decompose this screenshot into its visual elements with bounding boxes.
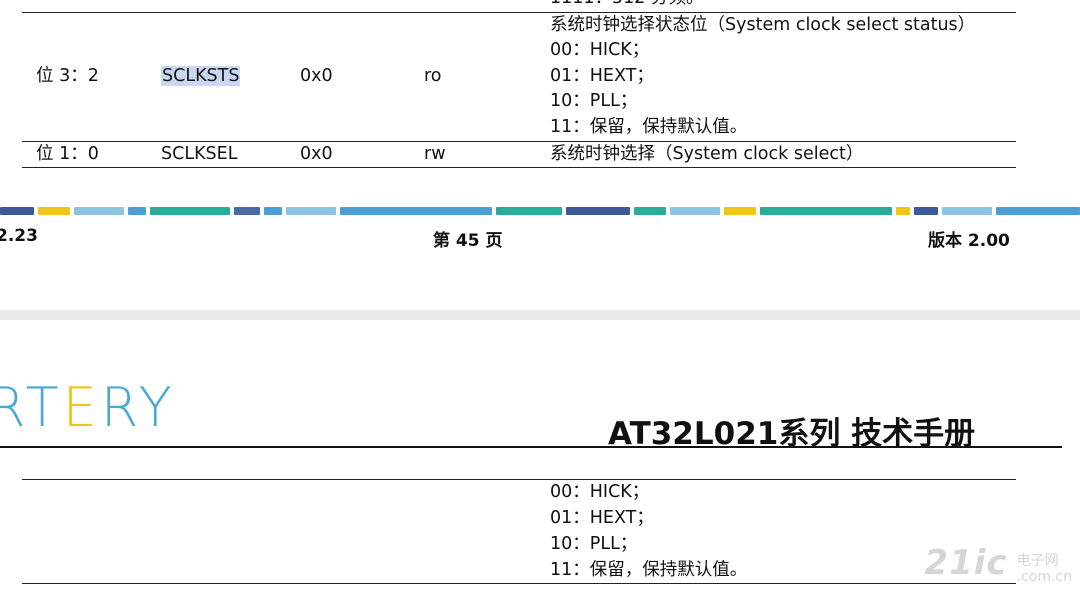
watermark-sub: 电子网 .com.cn <box>1017 553 1072 585</box>
selected-text-highlight: SCLKSTS <box>161 66 241 86</box>
color-bar-segment <box>724 207 756 215</box>
access-type-cell: rw <box>424 144 446 164</box>
page-number-value: 45 <box>455 231 480 251</box>
page-prefix: 第 <box>433 231 450 251</box>
watermark-sub-top: 电子网 <box>1016 553 1059 569</box>
description-line: 11：保留，保持默认值。 <box>550 117 748 137</box>
color-bar-segment <box>996 207 1080 215</box>
bit-range-cell: 位 1：0 <box>36 144 99 164</box>
watermark-sub-bottom: .com.cn <box>1016 569 1072 585</box>
page-suffix: 页 <box>485 231 503 251</box>
description-line: 01：HEXT； <box>550 508 654 528</box>
page-number: 第 45 页 <box>433 226 503 251</box>
color-bar-segment <box>74 207 124 215</box>
site-watermark: 21ic 电子网 .com.cn <box>924 543 1072 586</box>
color-bar-segment <box>234 207 260 215</box>
cut-off-text-line: 1111：512 分频。 <box>550 0 704 11</box>
color-bar-segment <box>942 207 992 215</box>
description-line: 系统时钟选择状态位（System clock select status） <box>550 15 976 35</box>
table-rule <box>22 583 1016 584</box>
reset-value-cell: 0x0 <box>300 66 333 86</box>
color-bar-segment <box>38 207 70 215</box>
color-bar-segment <box>634 207 666 215</box>
bit-range-cell: 位 3：2 <box>36 66 99 86</box>
color-bar-segment <box>760 207 892 215</box>
description-line: 01：HEXT； <box>550 66 654 86</box>
color-bar-segment <box>340 207 492 215</box>
page-separator <box>0 310 1080 320</box>
color-bar-segment <box>896 207 910 215</box>
field-name-cell[interactable]: SCLKSTS <box>161 64 241 89</box>
color-bar-segment <box>286 207 336 215</box>
color-bar-segment <box>496 207 562 215</box>
version-info: 版本 2.00 <box>928 226 1010 251</box>
table-rule <box>22 479 1016 480</box>
watermark-main: 21ic <box>924 542 1008 583</box>
version-label: 版本 <box>928 231 962 251</box>
access-type-cell: ro <box>424 66 442 86</box>
description-line: 10：PLL； <box>550 91 638 111</box>
color-bar-segment <box>150 207 230 215</box>
description-line: 00：HICK； <box>550 40 650 60</box>
description-line: 系统时钟选择（System clock select） <box>550 144 864 164</box>
color-bar-segment <box>914 207 938 215</box>
header-rule <box>0 446 1062 448</box>
color-bar-segment <box>0 207 34 215</box>
table-rule <box>22 167 1016 168</box>
table-rule <box>22 12 1016 13</box>
color-bar-segment <box>128 207 146 215</box>
footer-date: 2.23 <box>0 226 38 246</box>
description-line: 10：PLL； <box>550 534 638 554</box>
page-45: 1111：512 分频。 位 3：2 SCLKSTS 0x0 ro 系统时钟选择… <box>0 0 1080 251</box>
color-bar-segment <box>566 207 630 215</box>
field-name-cell[interactable]: SCLKSEL <box>161 144 238 164</box>
color-bar-segment <box>264 207 282 215</box>
table-rule <box>22 141 1016 142</box>
color-bar-segment <box>670 207 720 215</box>
version-value: 2.00 <box>967 231 1010 251</box>
description-line: 11：保留，保持默认值。 <box>550 560 748 580</box>
logo-text: RTERY <box>0 376 176 439</box>
artery-logo: RTERY <box>0 378 176 438</box>
description-line: 00：HICK； <box>550 482 650 502</box>
reset-value-cell: 0x0 <box>300 144 333 164</box>
page-46: RTERY AT32L021系列 技术手册 00：HICK； 01：HEXT； … <box>0 320 1080 591</box>
